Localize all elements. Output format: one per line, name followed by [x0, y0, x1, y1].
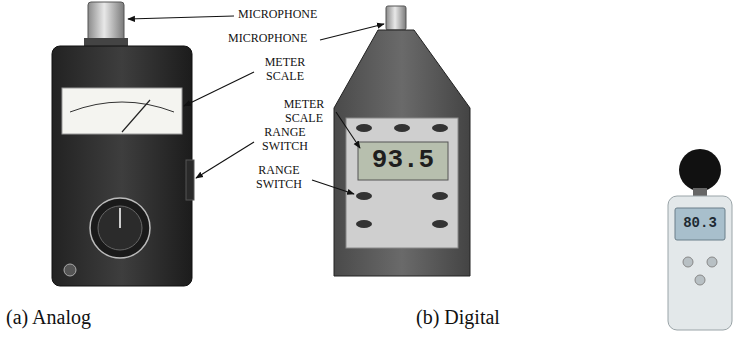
- range-button: [356, 192, 372, 200]
- display-reading: 80.3: [676, 215, 724, 231]
- digital-meter: [334, 6, 470, 276]
- leader-lines: [128, 16, 384, 194]
- button: [432, 220, 448, 228]
- meter-window: [62, 88, 182, 134]
- leader-arrow: [312, 180, 354, 194]
- side-switch: [186, 160, 194, 200]
- leader-arrow: [184, 72, 254, 106]
- display-reading: 93.5: [360, 146, 446, 176]
- meter-housing: [334, 30, 470, 276]
- button: [683, 257, 693, 267]
- button: [707, 257, 717, 267]
- part-label: MICROPHONE: [228, 32, 307, 46]
- button: [695, 275, 705, 285]
- wind-screen: [679, 149, 721, 191]
- button: [432, 192, 448, 200]
- part-label: METER SCALE: [258, 56, 312, 84]
- range-knob: [98, 206, 142, 250]
- meter-body: [668, 196, 732, 330]
- photo-meter: [668, 149, 732, 330]
- meter-arc: [70, 102, 174, 112]
- part-label: RANGE SWITCH: [250, 164, 308, 192]
- button: [432, 124, 448, 132]
- meter-needle: [122, 100, 150, 132]
- microphone-cylinder: [386, 6, 406, 30]
- button: [394, 124, 410, 132]
- range-knob-ring: [90, 198, 150, 258]
- figure-caption: (a) Analog: [6, 306, 91, 329]
- analog-meter: [52, 2, 194, 286]
- leader-arrow: [320, 24, 384, 40]
- small-button: [64, 264, 76, 276]
- control-panel: [346, 118, 458, 248]
- lcd-display: [675, 208, 725, 240]
- part-label: RANGE SWITCH: [258, 126, 312, 154]
- leader-arrow: [128, 16, 234, 19]
- figure-caption: (b) Digital: [416, 306, 500, 329]
- knob-pointer: [119, 208, 121, 228]
- leader-arrow: [336, 112, 360, 148]
- meter-housing: [52, 46, 192, 286]
- button: [356, 124, 372, 132]
- leader-arrow: [196, 142, 254, 178]
- part-label: METER SCALE: [276, 98, 332, 126]
- lcd-display: [358, 142, 448, 180]
- part-label: MICROPHONE: [238, 8, 317, 22]
- button: [356, 220, 372, 228]
- microphone-cylinder: [88, 2, 124, 42]
